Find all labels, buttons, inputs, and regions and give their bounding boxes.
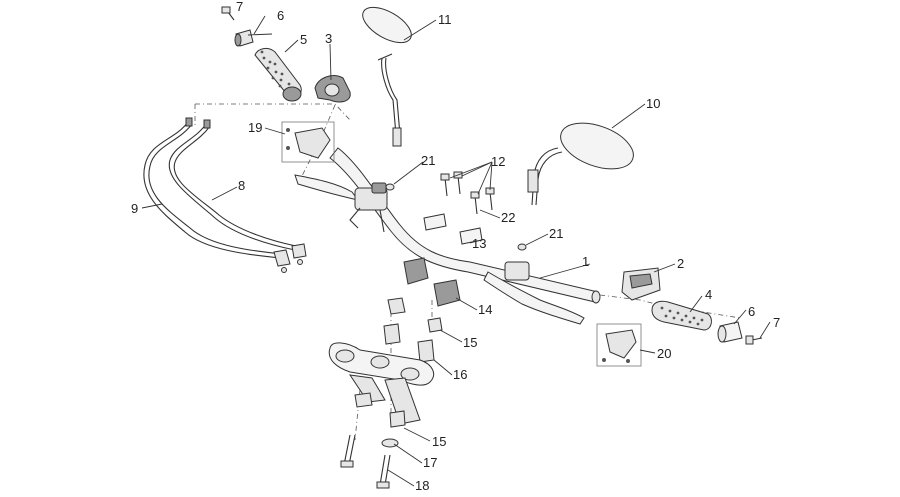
clamp-bolts (440, 171, 495, 215)
left-grip (254, 47, 302, 102)
callout-6-right: 6 (748, 304, 755, 319)
callout-11: 11 (438, 12, 452, 27)
callout-15-lower: 15 (432, 434, 446, 449)
lower-bolts (340, 392, 406, 489)
callout-16: 16 (453, 367, 467, 382)
callout-18: 18 (415, 478, 429, 492)
callout-7-left: 7 (236, 0, 243, 14)
callout-7-right: 7 (773, 315, 780, 330)
bracket-right (596, 323, 642, 367)
callout-9: 9 (131, 201, 138, 216)
callout-4: 4 (705, 287, 712, 302)
front-brake-lever (294, 174, 388, 233)
bracket-left (281, 121, 335, 163)
mirror-left (362, 6, 412, 147)
callout-13: 13 (472, 236, 486, 251)
callout-8: 8 (238, 178, 245, 193)
bar-end-weight-right (717, 321, 743, 343)
callout-21-upper: 21 (421, 153, 435, 168)
mirror-right (527, 122, 634, 206)
callout-19: 19 (248, 120, 262, 135)
callout-6-left: 6 (277, 8, 284, 23)
upper-triple-clamp (328, 342, 435, 425)
clip-21 (385, 183, 527, 251)
callout-5: 5 (300, 32, 307, 47)
upper-clamps (423, 213, 483, 245)
callout-21-lower: 21 (549, 226, 563, 241)
bushings (383, 297, 443, 363)
callout-17: 17 (423, 455, 437, 470)
callout-14: 14 (478, 302, 492, 317)
throttle-cables (143, 117, 307, 273)
screw-right (745, 335, 763, 345)
callout-10: 10 (646, 96, 660, 111)
bar-end-weight-left (234, 29, 254, 47)
right-grip (651, 300, 712, 331)
callout-1: 1 (582, 254, 589, 269)
callout-3: 3 (325, 31, 332, 46)
clutch-lever (483, 261, 585, 325)
callout-20: 20 (657, 346, 671, 361)
callout-12: 12 (491, 154, 505, 169)
leader-lines (141, 15, 771, 487)
callout-2: 2 (677, 256, 684, 271)
callout-22: 22 (501, 210, 515, 225)
callout-15-upper: 15 (463, 335, 477, 350)
callout-labels: 1 2 3 4 5 6 6 7 7 8 9 10 11 12 13 14 15 … (131, 0, 780, 493)
screw-left (221, 6, 235, 21)
left-switch-housing (314, 75, 351, 103)
right-switch-housing (621, 267, 661, 301)
risers (403, 257, 461, 307)
